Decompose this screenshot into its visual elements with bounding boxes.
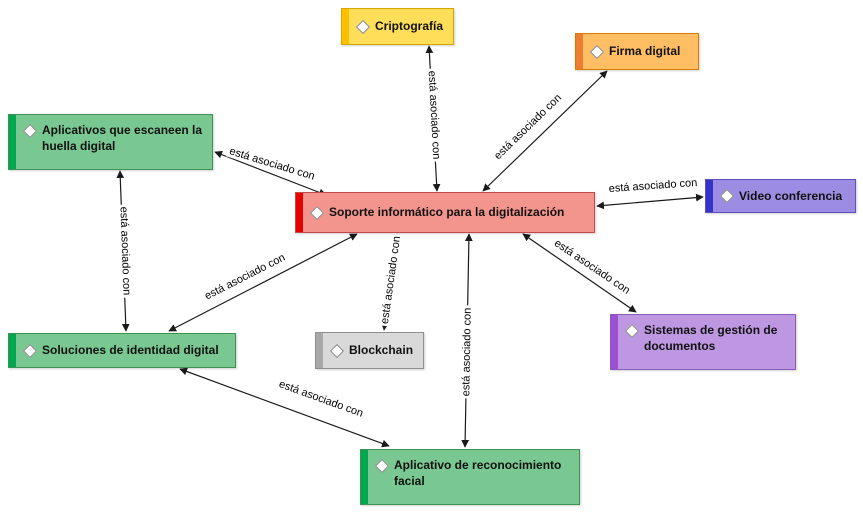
node-aplicativos-huella[interactable]: Aplicativos que escaneen la huella digit… [8,114,213,170]
node-color-stripe [9,115,16,169]
edge-soporte-sistemas-gestion[interactable] [522,233,637,313]
node-label: Aplicativo de reconocimiento facial [394,458,562,489]
node-color-stripe [296,193,303,232]
node-color-stripe [361,450,368,504]
node-label: Aplicativos que escaneen la huella digit… [42,123,203,154]
node-blockchain[interactable]: Blockchain [315,332,424,369]
code-diamond-icon [329,343,345,358]
node-video-conferencia[interactable]: Video conferencia [705,179,856,213]
node-aplicativo-reconocimiento[interactable]: Aplicativo de reconocimiento facial [360,449,580,505]
node-color-stripe [342,9,349,44]
node-color-stripe [9,334,16,367]
code-diamond-icon [719,188,735,204]
code-diamond-icon [22,343,38,358]
edge-soporte-aplicativos-huella[interactable] [214,150,327,197]
node-soporte-informatico[interactable]: Soporte informático para la digitalizaci… [295,192,595,233]
node-color-stripe [611,315,618,369]
node-criptografia[interactable]: Criptografía [341,8,454,45]
code-diamond-icon [22,123,38,139]
node-sistemas-gestion[interactable]: Sistemas de gestión de documentos [610,314,796,370]
node-color-stripe [706,180,713,212]
code-diamond-icon [355,19,371,34]
node-label: Firma digital [609,44,681,59]
node-label: Soluciones de identidad digital [42,343,219,358]
node-firma-digital[interactable]: Firma digital [575,33,699,70]
code-diamond-icon [624,323,640,339]
node-label: Criptografía [375,19,444,34]
node-color-stripe [316,333,323,368]
code-diamond-icon [589,44,605,59]
edge-label: está asociado con [460,305,474,399]
code-diamond-icon [309,205,325,220]
edge-soporte-video-conferencia[interactable] [596,193,704,210]
node-label: Soporte informático para la digitalizaci… [329,205,565,220]
node-soluciones-identidad[interactable]: Soluciones de identidad digital [8,333,236,368]
node-label: Sistemas de gestión de documentos [644,323,778,354]
code-diamond-icon [374,458,390,474]
node-label: Blockchain [349,343,414,358]
edge-soluciones-reconocimiento[interactable] [179,367,390,448]
edge-soporte-soluciones-identidad[interactable] [168,233,358,332]
node-color-stripe [576,34,583,69]
edge-soporte-firma-digital[interactable] [482,70,608,192]
node-label: Video conferencia [739,188,843,203]
